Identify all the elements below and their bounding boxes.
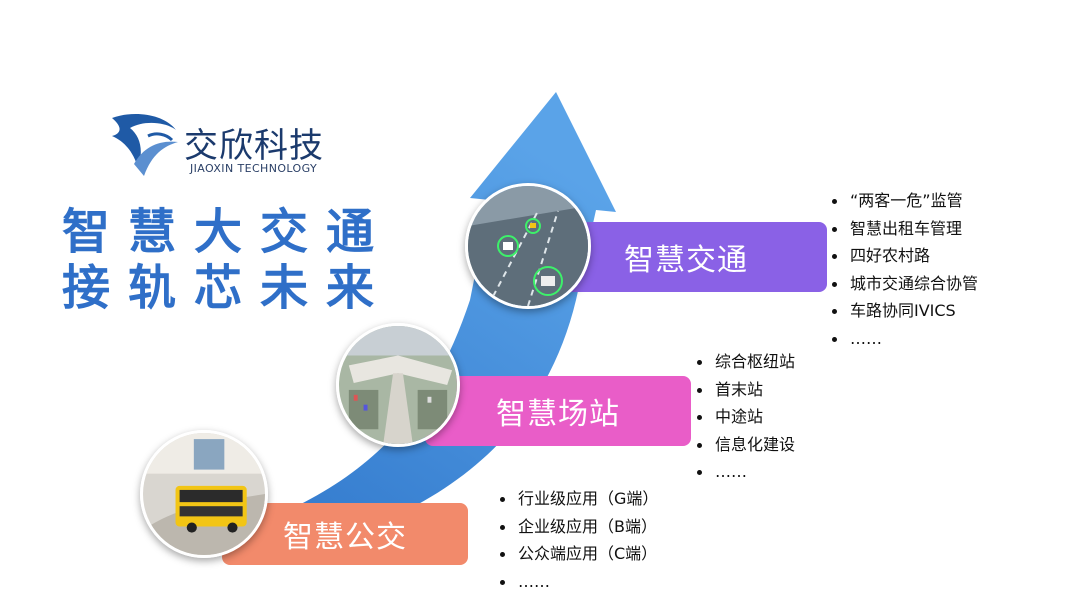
slogan-line-1: 智慧大交通 bbox=[62, 204, 393, 260]
smart-station-bullets: 综合枢纽站 首末站 中途站 信息化建设 …… bbox=[697, 348, 795, 486]
station-photo bbox=[336, 323, 460, 447]
list-item: “两客一危”监管 bbox=[832, 187, 978, 215]
list-item: 信息化建设 bbox=[697, 431, 795, 459]
list-item: 公众端应用（C端） bbox=[500, 540, 658, 568]
list-item: 综合枢纽站 bbox=[697, 348, 795, 376]
brand-logo: 交欣科技 JIAOXIN TECHNOLOGY bbox=[104, 106, 344, 186]
list-item: 四好农村路 bbox=[832, 242, 978, 270]
list-item: 车路协同IVICS bbox=[832, 297, 978, 325]
brand-name-cn: 交欣科技 bbox=[184, 126, 324, 166]
smart-traffic-bullets: “两客一危”监管 智慧出租车管理 四好农村路 城市交通综合协管 车路协同IVIC… bbox=[832, 187, 978, 352]
brand-name-en: JIAOXIN TECHNOLOGY bbox=[190, 162, 318, 175]
list-item: …… bbox=[832, 325, 978, 353]
bus-photo bbox=[140, 430, 268, 558]
stage-smart-traffic: 智慧交通 bbox=[545, 222, 827, 292]
list-item: …… bbox=[697, 458, 795, 486]
traffic-photo bbox=[465, 183, 591, 309]
smart-bus-bullets: 行业级应用（G端） 企业级应用（B端） 公众端应用（C端） …… bbox=[500, 485, 658, 595]
swoosh-bird-logo-icon bbox=[112, 114, 178, 176]
list-item: 企业级应用（B端） bbox=[500, 513, 658, 541]
list-item: 智慧出租车管理 bbox=[832, 215, 978, 243]
station-image-icon bbox=[339, 326, 457, 444]
list-item: 城市交通综合协管 bbox=[832, 270, 978, 298]
stage-smart-station: 智慧场站 bbox=[425, 376, 691, 446]
traffic-image-icon bbox=[468, 186, 588, 306]
list-item: 首末站 bbox=[697, 376, 795, 404]
bus-image-icon bbox=[143, 433, 265, 555]
slogan-line-2: 接轨芯未来 bbox=[62, 260, 393, 316]
list-item: …… bbox=[500, 568, 658, 596]
list-item: 中途站 bbox=[697, 403, 795, 431]
list-item: 行业级应用（G端） bbox=[500, 485, 658, 513]
